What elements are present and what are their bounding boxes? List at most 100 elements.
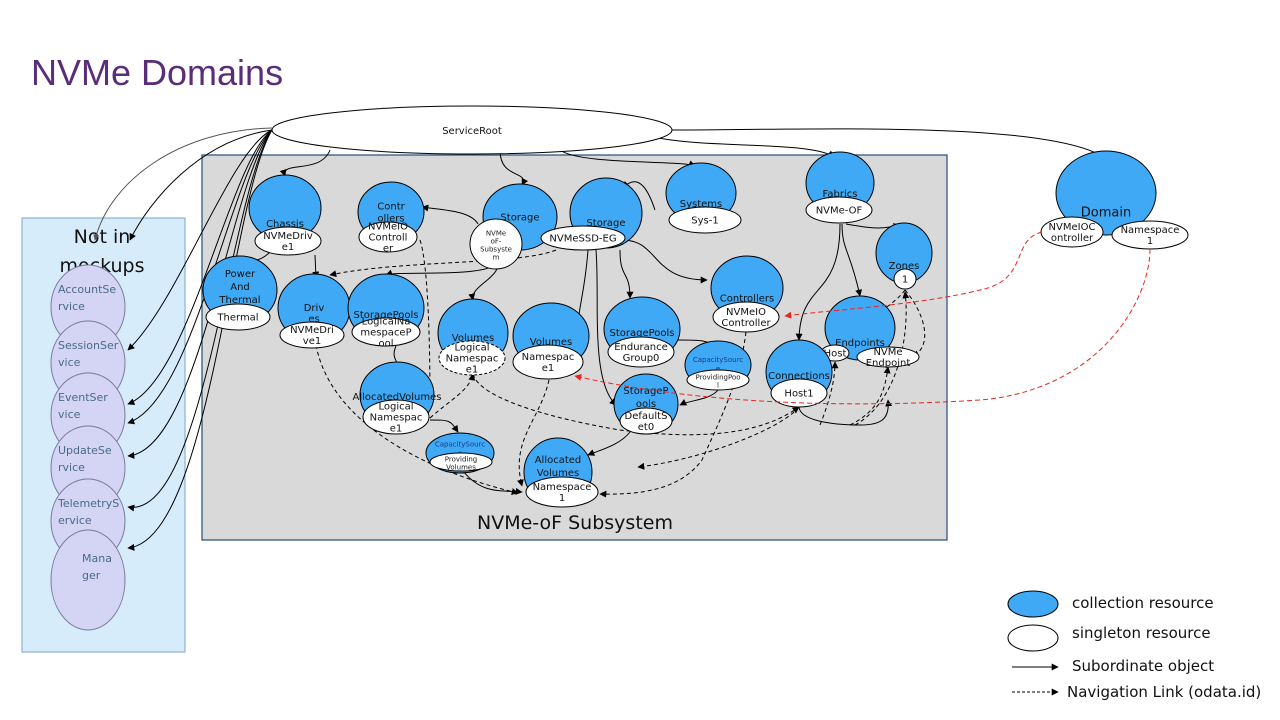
not-in-mockups-label: rvice [58,300,85,313]
singleton-label: l [717,382,719,390]
singleton-ellipse[interactable] [540,225,626,251]
singleton-label: NVMe [486,230,506,238]
singleton-ellipse[interactable] [668,206,742,234]
collection-label: CapacitySourc [693,356,743,364]
singleton-label: Subsyste [480,246,512,254]
singleton-label: 1 [559,493,565,504]
collection-label: Zones [889,261,920,272]
collection-label: Connections [768,371,830,382]
collection-label: es [308,314,319,325]
singleton-label: LogicalNa [362,317,411,328]
singleton-label: NVMe-OF [816,206,863,217]
legend-item-subordinate: Subordinate object [1012,657,1214,675]
singleton-ellipse[interactable] [429,452,493,472]
singleton-ellipse[interactable] [351,317,421,347]
collection-label: ollers [377,214,404,225]
not-in-mockups-label: EventSer [58,391,108,404]
not-in-mockups-label: Mana [82,552,112,565]
page-title: NVMe Domains [31,52,284,93]
singleton-ellipse[interactable] [607,336,675,368]
not-in-mockups-title-1: Not in [74,226,131,248]
singleton-ellipse[interactable] [619,407,673,435]
node-capsrc1[interactable]: CapacitySourceProvidingVolumes [425,432,495,474]
singleton-label: ProvidingPoo [696,374,741,382]
legend-navigation-label: Navigation Link (odata.id) [1067,683,1261,701]
legend-singleton-label: singleton resource [1072,624,1211,642]
singleton-label: Thermal [216,313,258,324]
singleton-label: Host [824,349,847,360]
singleton-ellipse[interactable] [512,344,584,380]
singleton-ellipse[interactable] [525,476,599,508]
singleton-ellipse[interactable] [469,218,523,270]
collection-ellipse[interactable] [1055,150,1157,236]
subordinate-link [587,431,631,456]
not-in-mockups-label: rvice [58,461,85,474]
singleton-ellipse[interactable] [686,369,750,391]
navigation-link [315,344,519,495]
collection-swatch-icon [1007,590,1059,618]
subordinate-link [129,129,273,241]
navigation-link [849,366,891,426]
singleton-swatch-icon [1007,624,1059,652]
navigation-link [329,249,557,278]
legend: collection resource singleton resource S… [1007,590,1261,701]
singleton-ellipse[interactable] [805,196,873,224]
singleton-label-2: 1 [1147,236,1153,247]
singleton-ellipse[interactable] [358,221,418,253]
collection-label: StoragePools [609,328,674,339]
singleton-label: ontroller [1051,233,1094,244]
subordinate-link [644,134,835,158]
singleton-label: Endurance [614,342,668,353]
singleton-ellipse[interactable] [279,321,345,349]
singleton-ellipse[interactable] [712,301,780,333]
navigation-link [599,331,747,498]
collection-label: Volumes [537,468,579,479]
subordinate-link [499,149,529,186]
collection-label: Endpoints [835,338,885,349]
singleton-label: NVMeIO [368,222,408,233]
service-root-node[interactable]: ServiceRoot [271,105,673,155]
singleton-ellipse[interactable] [205,303,271,331]
subordinate-link [679,389,719,406]
singleton-ellipse[interactable] [438,340,506,376]
singleton-label: NVMeDri [290,325,334,336]
subordinate-link [841,223,863,297]
singleton-label: Logical [454,343,489,354]
singleton-ellipse[interactable] [893,268,917,290]
singleton-label-2: Namespace [1121,225,1180,236]
subordinate-link [559,149,696,167]
collection-label: And [230,282,250,293]
singleton-ellipse[interactable] [770,378,828,408]
singleton-ellipse[interactable] [362,399,430,435]
collection-label: CapacitySourc [435,441,485,449]
subordinate-link [127,129,273,405]
subordinate-link [127,129,273,512]
not-in-mockups-label: AccountSe [58,283,116,296]
singleton-label: oF- [491,238,502,246]
singleton-ellipse-2[interactable] [856,346,920,368]
collection-label: Thermal [218,295,260,306]
singleton-ellipse[interactable] [254,226,322,256]
